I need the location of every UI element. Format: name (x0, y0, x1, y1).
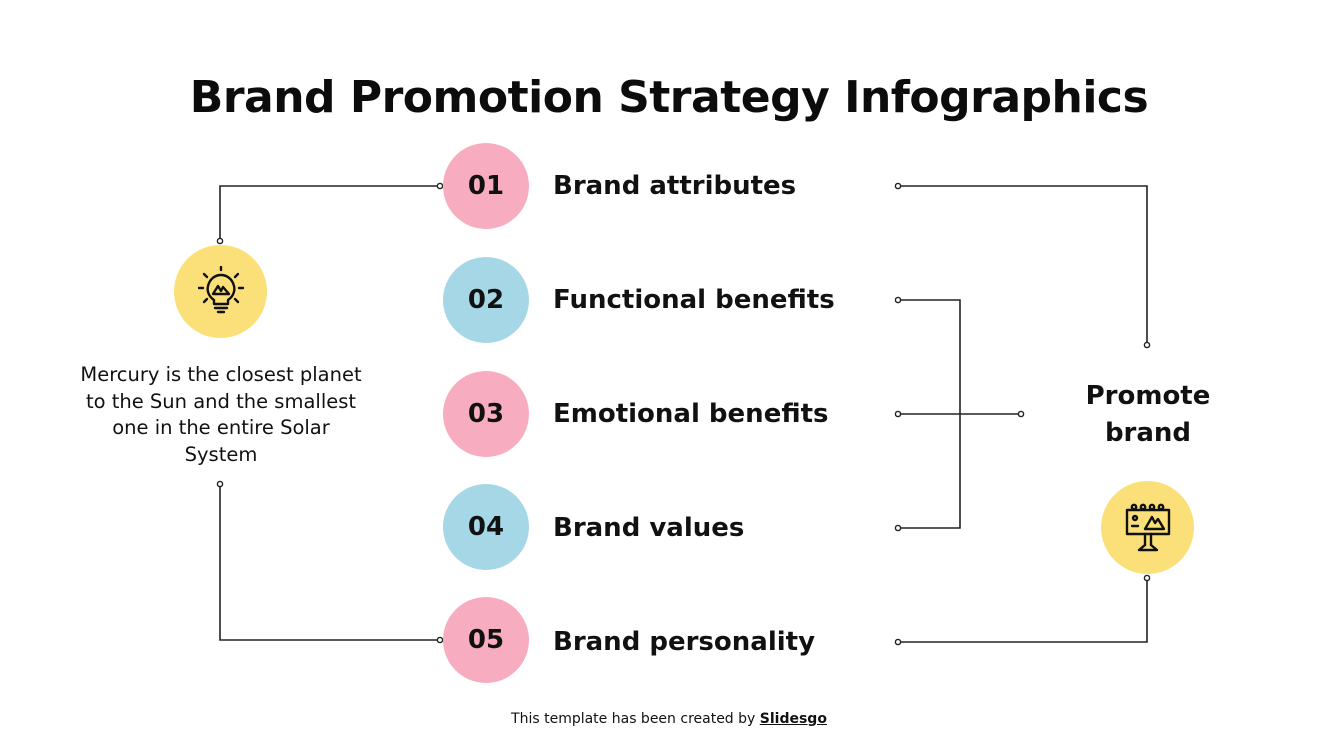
step-circle-01: 01 (443, 143, 529, 229)
description-text: Mercury is the closest planet to the Sun… (80, 363, 362, 466)
step-label-01: Brand attributes (553, 171, 797, 201)
lightbulb-icon (197, 265, 244, 313)
step-circle-04: 04 (443, 484, 529, 570)
footer-credit: This template has been created by Slides… (0, 711, 1338, 727)
step-circle-02: 02 (443, 257, 529, 343)
step-label-04: Brand values (553, 513, 745, 543)
lightbulb-circle (174, 245, 267, 338)
step-number: 05 (467, 625, 505, 655)
step-label-05: Brand personality (553, 627, 816, 657)
billboard-circle (1101, 481, 1194, 574)
step-number: 02 (467, 285, 505, 315)
step-number: 01 (467, 171, 505, 201)
step-circle-03: 03 (443, 371, 529, 457)
step-circle-05: 05 (443, 597, 529, 683)
footer-text: This template has been created by (511, 711, 760, 727)
promote-brand-label: Promote brand (1085, 381, 1211, 448)
page-title: Brand Promotion Strategy Infographics (189, 72, 1149, 123)
step-number: 03 (467, 399, 505, 429)
billboard-icon (1125, 503, 1170, 551)
step-label-02: Functional benefits (553, 285, 835, 315)
step-number: 04 (467, 512, 505, 542)
slidesgo-link[interactable]: Slidesgo (759, 711, 827, 727)
step-label-03: Emotional benefits (553, 399, 829, 429)
